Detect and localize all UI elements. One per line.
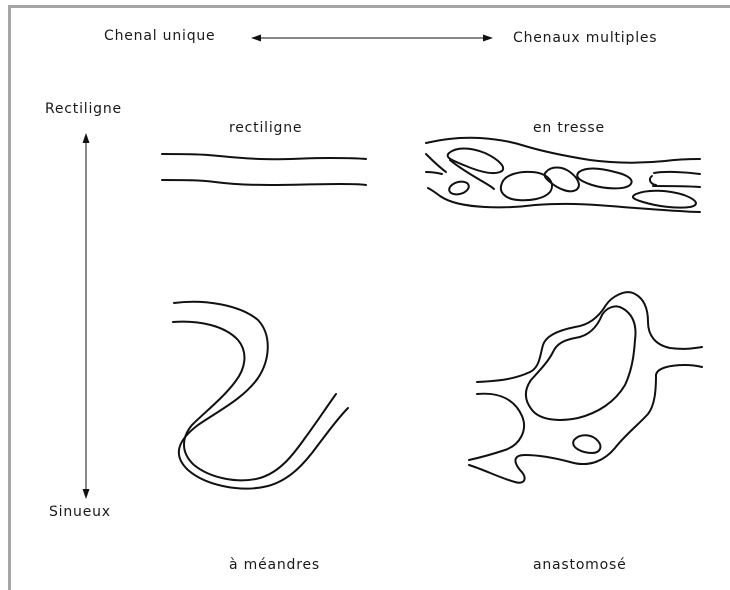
horizontal-double-arrow bbox=[251, 35, 493, 42]
straight-channel bbox=[162, 154, 366, 185]
vertical-double-arrow bbox=[83, 133, 90, 499]
meandering-channel bbox=[173, 302, 348, 489]
braided-channel bbox=[426, 138, 700, 212]
anastomosing-channel bbox=[469, 292, 702, 482]
